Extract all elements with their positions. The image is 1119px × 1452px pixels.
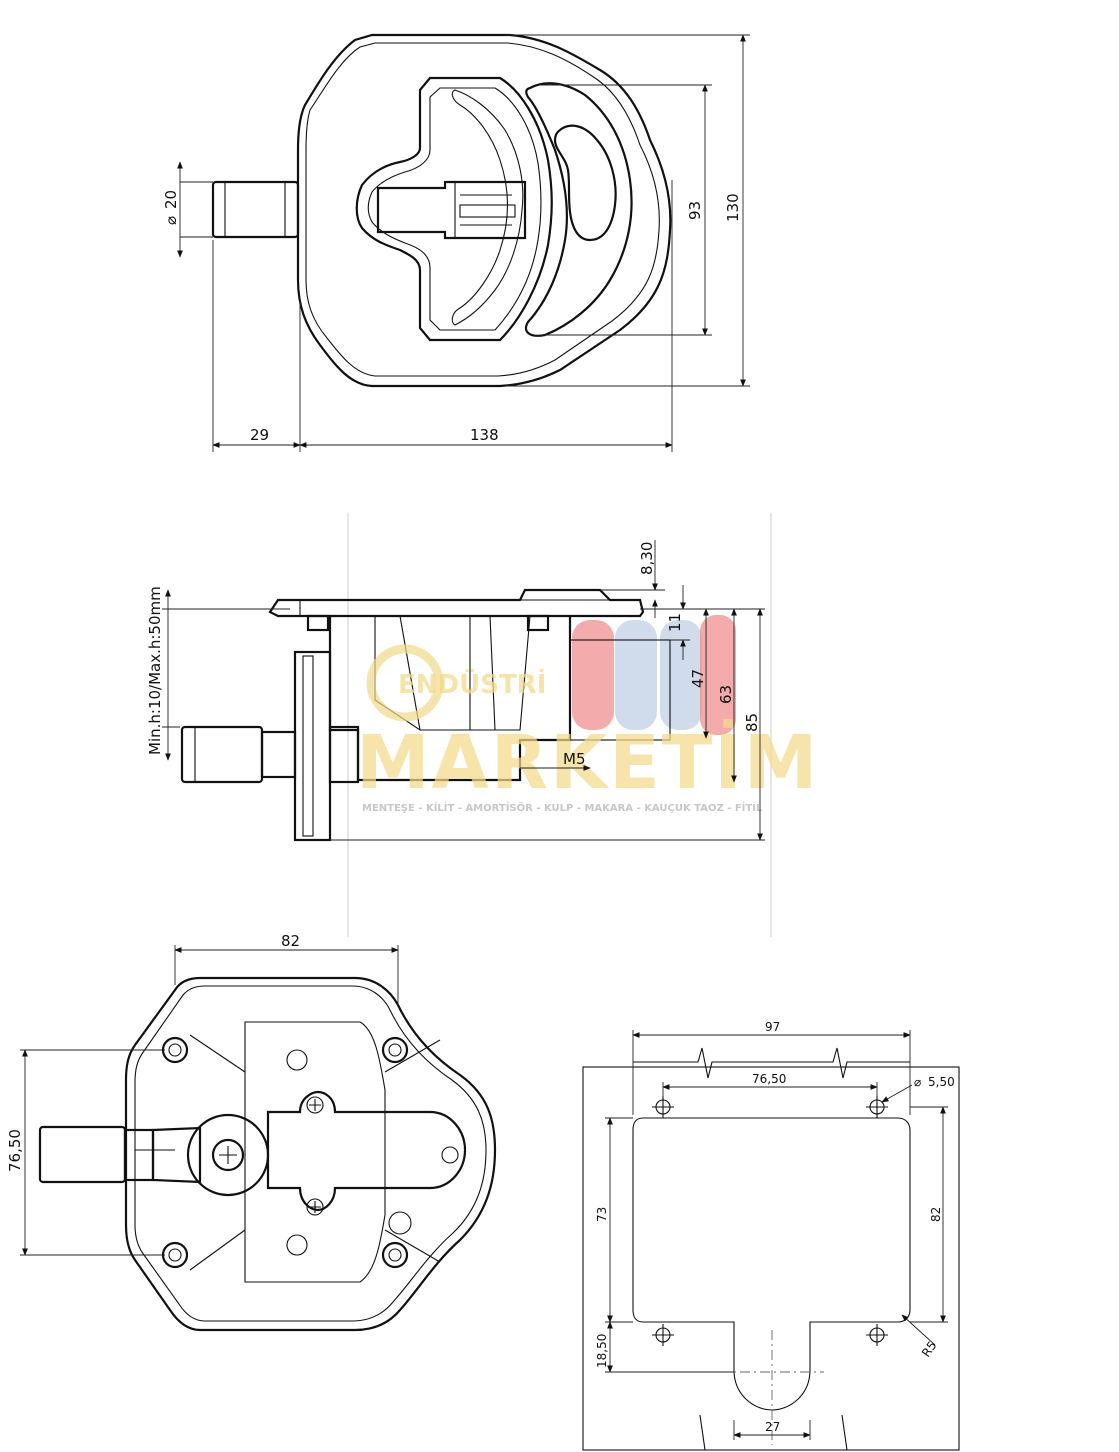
dim-text-47: 47: [689, 669, 707, 688]
dim-text-73: 73: [595, 1207, 609, 1222]
top-handle-slot: [451, 89, 524, 326]
bottom-screw: [306, 1198, 324, 1216]
top-view: ⌀ 20 29 138 93 130: [162, 33, 750, 452]
cutout-break-line: [699, 1414, 848, 1451]
dim-text-93: 93: [686, 201, 704, 220]
bottom-screw: [441, 1146, 459, 1164]
bottom-mount-hole-inner: [388, 1043, 402, 1057]
side-rear-block: [569, 639, 671, 741]
bottom-mount-hole: [161, 1036, 189, 1064]
side-screw-right: [526, 614, 550, 632]
bottom-rib: [384, 1229, 441, 1263]
bottom-screw-cross: [309, 1201, 321, 1213]
watermark-gear: [366, 644, 444, 722]
bottom-small-hole: [286, 1234, 308, 1256]
cutout-template: 97 76,50 ⌀ 5,50 73 18,50 82 R5 27: [582, 1020, 960, 1451]
bottom-bolt-collar: [123, 1128, 155, 1182]
bottom-mount-hole-inner: [168, 1248, 182, 1262]
bottom-rib-frame: [244, 1021, 386, 1283]
bottom-mount-hole: [381, 1241, 409, 1269]
watermark-line1: ENDÜSTRİ: [398, 667, 546, 700]
side-bolt-mount: [328, 725, 360, 784]
bottom-mount-hole-inner: [388, 1248, 402, 1262]
top-bolt: [211, 180, 300, 239]
dim-text-m5: M5: [563, 750, 586, 768]
dim-text-27: 27: [765, 1420, 780, 1434]
dim-text-dia-symbol: ⌀: [914, 1075, 921, 1089]
watermark-tagline: MENTEŞE - KİLİT - AMORTİSÖR - KULP - MAK…: [362, 800, 763, 814]
cutout-outline: [632, 1117, 911, 1411]
bottom-screw: [306, 1096, 324, 1114]
dim-leader-dia: [881, 1084, 913, 1103]
dim-text-82b: 82: [929, 1207, 943, 1222]
bottom-inner-rim: [134, 985, 487, 1322]
top-lever-hole: [553, 124, 617, 242]
dim-text-adjust: Min.h:10/Max.h:50mm: [146, 586, 164, 755]
bottom-bolt: [38, 1125, 127, 1184]
dim-text-dia-symbol: ⌀: [162, 216, 180, 225]
side-housing-line: [489, 615, 496, 731]
dim-text-r5: R5: [919, 1339, 940, 1360]
bottom-hub: [186, 1113, 270, 1197]
top-latch-block: [376, 180, 527, 240]
side-screw-left: [306, 614, 330, 632]
side-view: ENDÜSTRİ MARKETİM MENTEŞE - KİLİT - AMOR…: [146, 513, 819, 937]
dim-text-7650b: 76,50: [752, 1072, 786, 1086]
bottom-cam-plate: [266, 1090, 467, 1212]
bottom-hub-screw: [211, 1138, 245, 1172]
bottom-rib: [384, 1039, 441, 1073]
side-flange: [268, 588, 645, 618]
dim-text-85: 85: [743, 713, 761, 732]
cutout-panel: [582, 1066, 960, 1451]
bottom-mount-hole: [381, 1036, 409, 1064]
cutout-break-line: [633, 1047, 910, 1079]
bottom-hub-cross: [219, 1146, 237, 1164]
bottom-screw-cross: [309, 1099, 321, 1111]
dim-text-dia: 20: [162, 190, 180, 209]
side-bolt: [180, 725, 264, 784]
side-body: [328, 616, 572, 782]
bottom-rib: [189, 1034, 246, 1073]
bottom-rib: [189, 1229, 246, 1271]
top-lever-crescent: [524, 82, 633, 337]
top-outer-body: [296, 33, 672, 388]
bottom-mount-hole-inner: [168, 1043, 182, 1057]
bottom-small-hole: [286, 1049, 308, 1071]
top-handle-frame: [355, 76, 553, 342]
dim-text-550: 5,50: [928, 1075, 955, 1089]
watermark-blue-shape: [615, 620, 657, 730]
bottom-bolt-arm: [151, 1126, 202, 1184]
watermark-red-shape: [700, 615, 736, 735]
dim-text-830: 8,30: [638, 542, 656, 575]
watermark-red-shape: [572, 620, 614, 730]
bottom-mount-hole: [161, 1241, 189, 1269]
dim-text-1850: 18,50: [595, 1334, 609, 1368]
watermark-line2: MARKETİM: [356, 718, 819, 806]
bottom-outer-body: [124, 976, 497, 1332]
dim-text-82: 82: [281, 932, 300, 950]
top-latch-slot: [459, 204, 516, 218]
side-bolt-collar: [260, 730, 297, 779]
dim-text-11: 11: [666, 613, 684, 632]
top-inner-rim: [305, 42, 660, 377]
dim-text-130: 130: [724, 193, 742, 222]
dim-text-138: 138: [470, 426, 499, 444]
bottom-view: 82 76,50: [6, 932, 497, 1332]
dim-text-29: 29: [250, 426, 269, 444]
dim-text-7650: 76,50: [6, 1129, 24, 1172]
dim-leader-r5: [901, 1314, 936, 1346]
dim-text-97: 97: [765, 1020, 780, 1034]
top-handle-inner: [367, 87, 542, 331]
cutout-hole-crosses: [652, 1096, 888, 1346]
side-backplate-inner: [302, 655, 314, 837]
dim-text-63: 63: [717, 685, 735, 704]
bottom-spring-pin: [388, 1211, 412, 1235]
